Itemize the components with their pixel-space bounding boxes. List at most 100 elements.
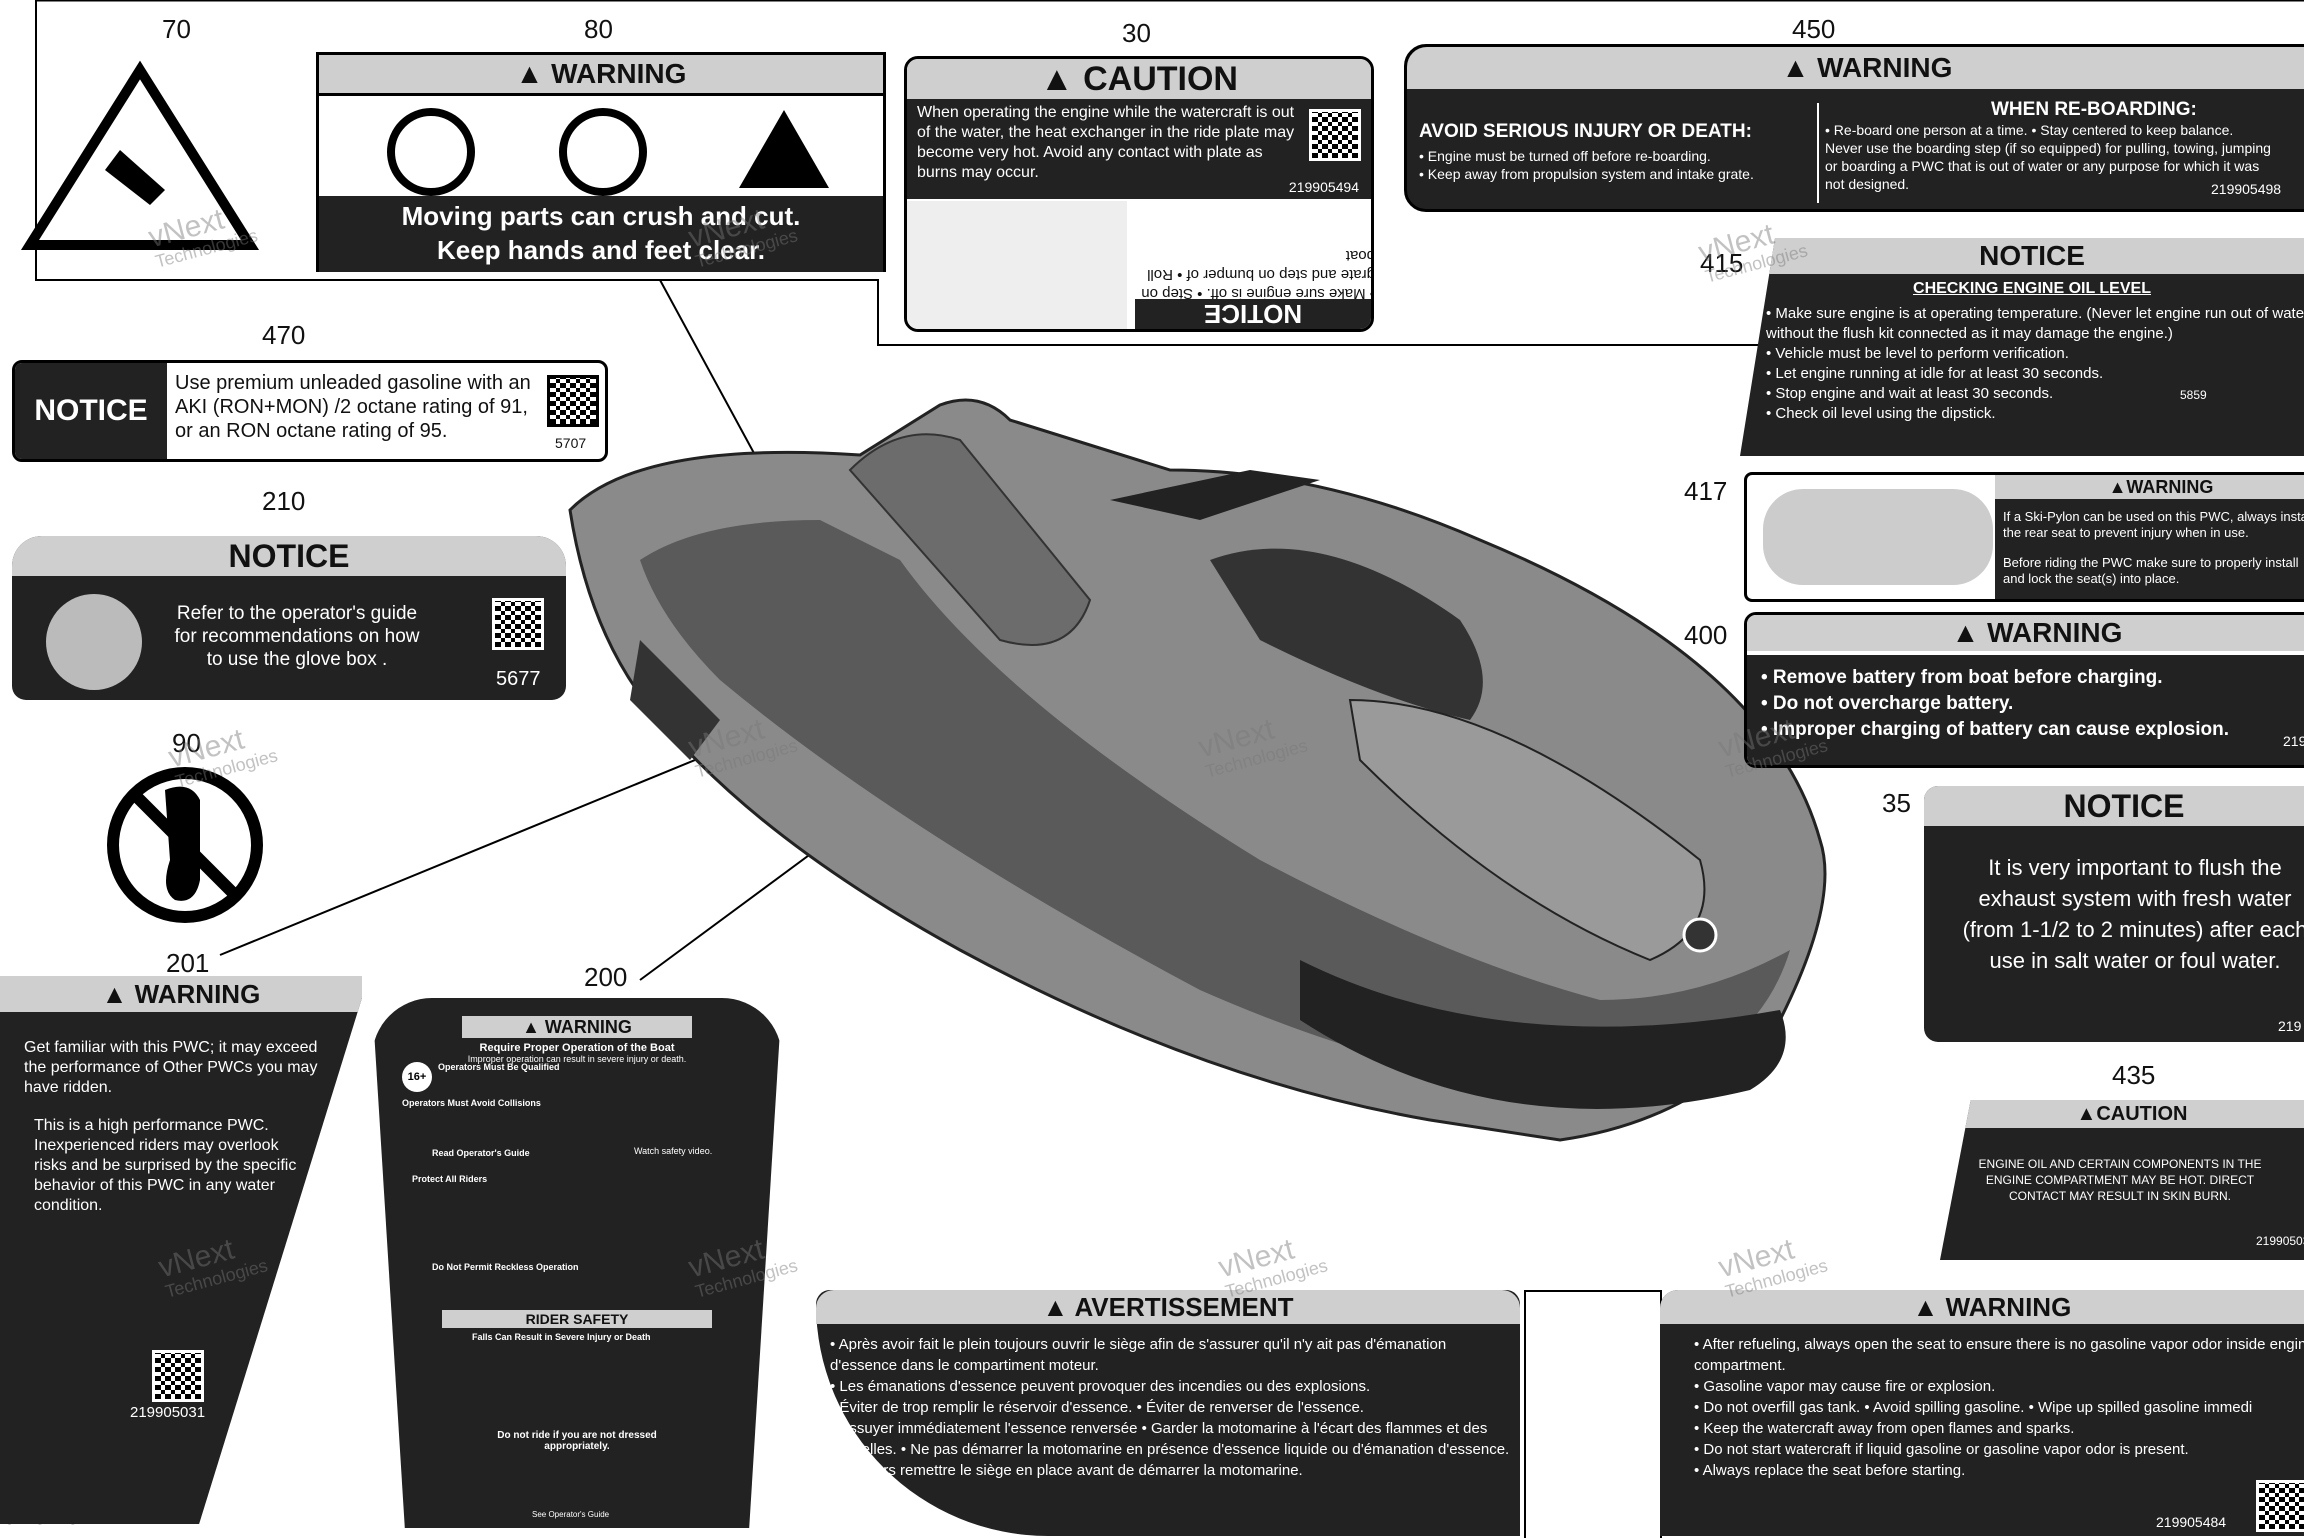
item-number-201: 201	[166, 948, 210, 978]
label-210-title: NOTICE	[12, 536, 566, 576]
label-30-notice: NOTICE	[1135, 299, 1371, 329]
label-417-pictogram	[1763, 489, 1993, 585]
label-470-title: NOTICE	[15, 363, 167, 459]
item-number-30: 30	[1122, 18, 1151, 48]
label-415-title: NOTICE	[1740, 238, 2304, 274]
label-415-subtitle: CHECKING ENGINE OIL LEVEL	[1913, 280, 2151, 297]
label-410-header-fr: ▲ AVERTISSEMENT	[816, 1290, 1520, 1324]
label-450-left-text: • Engine must be turned off before re-bo…	[1419, 148, 1754, 182]
label-400-part: 219905	[2283, 733, 2304, 749]
label-450-part: 219905498	[2211, 181, 2282, 197]
label-410-text-fr: • Après avoir fait le plein toujours ouv…	[830, 1336, 1510, 1479]
label-80-line2: Keep hands and feet clear.	[436, 235, 765, 265]
label-30-caution: ▲ CAUTION When operating the engine whil…	[904, 56, 1374, 332]
label-450-right-text: • Re-board one person at a time. • Stay …	[1825, 122, 2271, 192]
label-200-age-badge: 16+	[402, 1062, 432, 1092]
label-30-qr-code	[1309, 109, 1361, 161]
label-417-text1: If a Ski-Pylon can be used on this PWC, …	[2003, 509, 2304, 540]
hazard-triangle-icon	[20, 60, 260, 250]
no-hand-icon	[387, 108, 475, 196]
label-410-cutout	[1524, 1290, 1662, 1538]
label-210-qr-code	[492, 598, 544, 650]
label-200-rider-sub: Falls Can Result in Severe Injury or Dea…	[472, 1332, 651, 1342]
label-410-text-en: • After refueling, always open the seat …	[1694, 1336, 2304, 1479]
label-410-header-en: ▲ WARNING	[1660, 1290, 2304, 1324]
item-number-35: 35	[1882, 788, 1911, 818]
label-450-left-title: AVOID SERIOUS INJURY OR DEATH:	[1419, 121, 1752, 142]
label-200-s4: Protect All Riders	[412, 1174, 488, 1184]
label-80-line1: Moving parts can crush and cut.	[401, 201, 801, 231]
label-200-s3b: Watch safety video.	[634, 1146, 713, 1156]
label-435-header: ▲CAUTION	[1940, 1100, 2304, 1128]
item-number-417: 417	[1684, 476, 1728, 506]
label-470-part: 5707	[555, 435, 587, 451]
label-200-rider-safety: RIDER SAFETY	[442, 1310, 712, 1328]
label-470-text: Use premium unleaded gasoline with an AK…	[175, 372, 531, 442]
label-400-text: • Remove battery from boat before chargi…	[1747, 655, 2304, 765]
label-410-english: ▲ WARNING • After refueling, always open…	[1660, 1290, 2304, 1536]
label-210-part: 5677	[496, 668, 541, 690]
label-200-s2: Operators Must Avoid Collisions	[402, 1098, 541, 1108]
crush-hazard-icon	[739, 110, 829, 188]
label-410-part: 219905484	[2156, 1514, 2227, 1530]
label-201-text2: This is a high performance PWC. Inexperi…	[34, 1117, 297, 1214]
operator-guide-icon	[46, 594, 142, 690]
item-number-200: 200	[584, 962, 628, 992]
label-417-header: ▲WARNING	[1995, 475, 2304, 499]
label-470-qr-code	[547, 375, 599, 427]
label-201-part: 219905031	[130, 1404, 206, 1421]
label-400-header: ▲ WARNING	[1747, 615, 2304, 651]
label-200-header: ▲ WARNING	[462, 1016, 692, 1038]
label-415-part: 5859	[2180, 388, 2207, 402]
label-400-warning: ▲ WARNING • Remove battery from boat bef…	[1744, 612, 2304, 768]
item-number-90: 90	[172, 728, 201, 758]
label-80-header: ▲ WARNING	[319, 55, 883, 96]
item-number-70: 70	[162, 14, 191, 44]
item-number-400: 400	[1684, 620, 1728, 650]
label-35-part: 219	[2278, 1018, 2302, 1034]
label-30-notice-text: • Make sure engine is off. • Step on gra…	[1141, 247, 1374, 302]
label-80-warning: ▲ WARNING Moving parts can crush and cut…	[316, 52, 886, 272]
label-200-warning: ▲ WARNING Require Proper Operation of th…	[372, 998, 782, 1528]
label-200-sub: Require Proper Operation of the Boat	[479, 1042, 675, 1054]
label-200-s1: Operators Must Be Qualified	[438, 1062, 560, 1072]
item-number-80: 80	[584, 14, 613, 44]
label-210-text: Refer to the operator's guide for recomm…	[174, 603, 420, 670]
item-number-210: 210	[262, 486, 306, 516]
label-417-text2: Before riding the PWC make sure to prope…	[2003, 555, 2299, 586]
label-470-notice: NOTICE Use premium unleaded gasoline wit…	[12, 360, 608, 462]
label-435-text: ENGINE OIL AND CERTAIN COMPONENTS IN THE…	[1978, 1157, 2262, 1203]
label-201-qr-code	[152, 1350, 204, 1402]
label-200-s5: Do Not Permit Reckless Operation	[432, 1262, 579, 1272]
label-35-notice: NOTICE It is very important to flush the…	[1924, 786, 2304, 1042]
label-200-s3: Read Operator's Guide	[432, 1148, 530, 1158]
label-417-warning: ▲WARNING If a Ski-Pylon can be used on t…	[1744, 472, 2304, 602]
label-200-sub2: Improper operation can result in severe …	[467, 1054, 687, 1064]
item-number-470: 470	[262, 320, 306, 350]
label-30-part: 219905494	[1288, 179, 1359, 195]
label-450-right-title: WHEN RE-BOARDING:	[1991, 99, 2197, 120]
label-450-header: ▲ WARNING	[1407, 47, 2304, 89]
label-30-illustration	[907, 201, 1127, 329]
item-number-450: 450	[1792, 14, 1836, 44]
label-201-text1: Get familiar with this PWC; it may excee…	[24, 1039, 318, 1096]
item-number-435: 435	[2112, 1060, 2156, 1090]
label-410-qr-code	[2256, 1480, 2304, 1532]
label-201-header: ▲ WARNING	[0, 976, 362, 1012]
label-200-dress: Do not ride if you are not dressed appro…	[497, 1430, 657, 1452]
item-number-415: 415	[1700, 248, 1744, 278]
label-450-warning: ▲ WARNING AVOID SERIOUS INJURY OR DEATH:…	[1404, 44, 2304, 212]
label-415-text: • Make sure engine is at operating tempe…	[1766, 305, 2304, 422]
label-435-caution: ▲CAUTION ENGINE OIL AND CERTAIN COMPONEN…	[1940, 1100, 2304, 1260]
label-30-text: When operating the engine while the wate…	[917, 104, 1295, 181]
label-30-header: ▲ CAUTION	[907, 59, 1371, 99]
label-80-pictograms	[319, 96, 883, 196]
label-410-french: ▲ AVERTISSEMENT • Après avoir fait le pl…	[816, 1290, 1520, 1536]
label-35-text: It is very important to flush the exhaus…	[1962, 855, 2304, 973]
label-35-title: NOTICE	[1924, 786, 2304, 826]
label-210-notice: NOTICE Refer to the operator's guide for…	[12, 536, 566, 700]
label-200-see: See Operator's Guide	[532, 1510, 610, 1519]
no-foot-icon	[559, 108, 647, 196]
label-435-part: 21990503	[2256, 1234, 2304, 1248]
